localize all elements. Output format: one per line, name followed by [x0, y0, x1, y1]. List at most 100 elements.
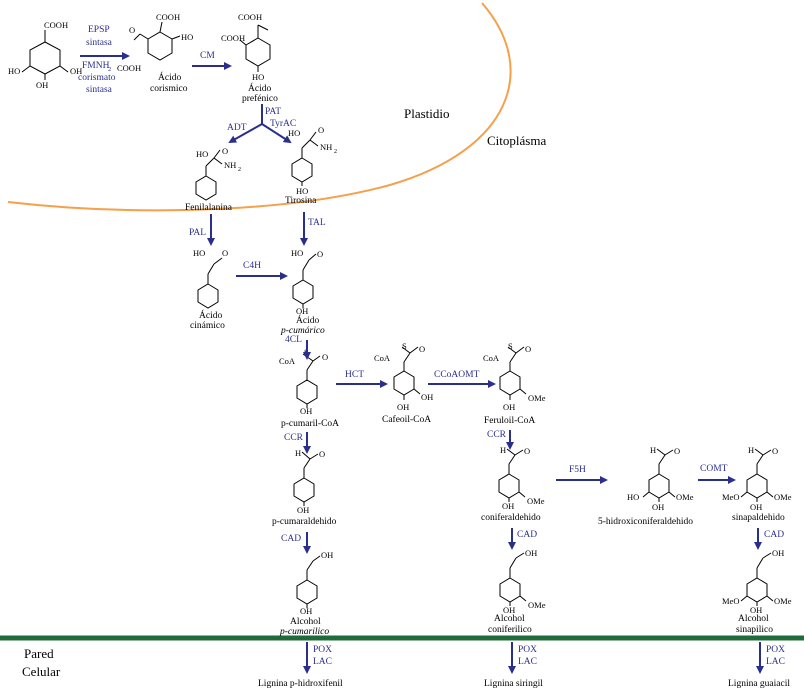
svg-text:O: O	[322, 352, 328, 362]
enzyme-pat: PAT	[265, 107, 281, 117]
svg-text:2: 2	[238, 167, 241, 173]
svg-text:HO: HO	[8, 66, 20, 76]
svg-text:O: O	[222, 146, 228, 156]
label-sinapyl-alcohol-2: sinapilico	[736, 625, 773, 635]
label-coniferyl-alcohol-2: coniferilico	[488, 624, 532, 635]
svg-text:OH: OH	[772, 548, 784, 558]
svg-text:OH: OH	[321, 550, 333, 560]
enzyme-4cl: 4CL	[285, 335, 302, 345]
svg-text:COOH: COOH	[156, 12, 180, 22]
svg-text:OH: OH	[296, 306, 308, 316]
svg-text:CoA: CoA	[279, 356, 296, 366]
lignin-g-label: Lignina guaiacil	[728, 679, 790, 688]
svg-text:OH: OH	[297, 505, 309, 515]
svg-text:H: H	[500, 445, 506, 455]
enzyme-comt: COMT	[700, 464, 728, 474]
svg-text:O: O	[674, 446, 680, 456]
enzyme-cad-1: CAD	[281, 534, 301, 544]
label-coniferyl-alcohol-1: Alcohol	[494, 614, 525, 624]
svg-text:COOH: COOH	[238, 12, 262, 22]
enzyme-f5h: F5H	[569, 465, 586, 475]
svg-text:NH: NH	[320, 142, 332, 152]
label-coniferaldehyde: coniferaldehido	[481, 512, 541, 523]
label-pcoumaric-1: Ácido	[296, 314, 319, 326]
svg-text:HO: HO	[196, 149, 208, 159]
svg-text:CoA: CoA	[483, 353, 500, 363]
cell-wall-label-2: Celular	[22, 664, 61, 679]
svg-text:OH: OH	[36, 80, 48, 90]
svg-text:O: O	[319, 449, 325, 459]
plastid-label: Plastidio	[404, 106, 450, 121]
enzyme-epsp: EPSP	[88, 25, 110, 35]
svg-text:OMe: OMe	[527, 496, 545, 506]
svg-text:HO: HO	[193, 248, 205, 258]
svg-text:OH: OH	[503, 605, 515, 615]
svg-text:OH: OH	[503, 402, 515, 412]
cytoplasm-label: Citoplásma	[487, 133, 546, 148]
label-cinnamic-1: Ácido	[199, 309, 222, 321]
enzyme-tal: TAL	[308, 218, 326, 228]
svg-text:H: H	[748, 445, 754, 455]
svg-text:S: S	[508, 341, 513, 351]
enzyme-c4h: C4H	[243, 261, 261, 271]
svg-text:O: O	[524, 446, 530, 456]
svg-text:MeO: MeO	[722, 492, 739, 502]
svg-text:O: O	[419, 344, 425, 354]
label-hydroxyconiferaldehyde: 5-hidroxiconiferaldehido	[598, 516, 693, 527]
svg-text:HO: HO	[181, 32, 193, 42]
label-pcoumaryl-alcohol-1: Alcohol	[290, 617, 321, 627]
plastid-membrane	[7, 2, 512, 212]
svg-text:CoA: CoA	[374, 353, 391, 363]
enzyme-hct: HCT	[345, 370, 364, 380]
enzyme-cad-2: CAD	[517, 530, 537, 540]
svg-text:O: O	[129, 25, 135, 35]
label-prephenic-2: prefénico	[242, 93, 278, 104]
chorismic-acid-structure: COOH HO O COOH	[117, 12, 193, 73]
hydroxyconiferaldehyde-structure: H O OMe HO OH	[627, 445, 694, 512]
enzyme-fmnh-3: sintasa	[86, 85, 113, 95]
label-pcoumaric-2: p-cumárico	[280, 326, 325, 336]
svg-text:OH: OH	[525, 548, 537, 558]
enzyme-ccr-2: CCR	[487, 430, 507, 440]
svg-text:O: O	[317, 249, 323, 259]
enzyme-pox-1: POX	[313, 645, 332, 655]
svg-text:OMe: OMe	[774, 492, 792, 502]
enzyme-cm: CM	[200, 51, 215, 61]
label-sinapaldehyde: sinapaldehido	[732, 513, 785, 523]
svg-text:H: H	[650, 445, 656, 455]
arrow-pat	[261, 123, 292, 144]
svg-text:NH: NH	[224, 160, 236, 170]
label-phenylalanine: Fenilalanina	[185, 203, 233, 213]
enzyme-fmnh: FMNH	[82, 61, 110, 71]
enzyme-cad-3: CAD	[764, 530, 784, 540]
svg-text:OMe: OMe	[774, 596, 792, 606]
label-pcoumaryl-alcohol-2: p-cumarilico	[279, 627, 329, 637]
svg-text:O: O	[222, 248, 228, 258]
label-pcoumaroyl-coa: p-cumaril-CoA	[281, 419, 339, 429]
svg-text:HO: HO	[252, 72, 264, 82]
svg-text:O: O	[772, 446, 778, 456]
svg-text:OH: OH	[300, 606, 312, 616]
svg-text:HO: HO	[291, 248, 303, 258]
label-caffeoyl-coa: Cafeoil-CoA	[382, 414, 431, 425]
svg-text:S: S	[402, 341, 407, 351]
label-cinnamic-2: cinámico	[190, 321, 225, 331]
label-pcoumaraldehyde: p-cumaraldehido	[272, 517, 337, 527]
label-chorismic-1: Ácido	[158, 71, 181, 83]
label-feruloyl-coa: Feruloil-CoA	[484, 416, 535, 426]
arrow-adt	[228, 123, 263, 143]
svg-text:OH: OH	[750, 502, 762, 512]
enzyme-lac-3: LAC	[766, 657, 785, 667]
enzyme-lac-1: LAC	[313, 657, 332, 667]
svg-text:OH: OH	[300, 406, 312, 416]
svg-text:O: O	[318, 125, 324, 135]
svg-text:OH: OH	[70, 66, 82, 76]
svg-text:2: 2	[334, 149, 337, 155]
enzyme-adt: ADT	[227, 123, 247, 133]
svg-text:COOH: COOH	[221, 33, 245, 43]
svg-text:OH: OH	[502, 501, 514, 511]
svg-text:OH: OH	[750, 605, 762, 615]
pcoumaraldehyde-structure: H O OH	[293, 448, 325, 515]
